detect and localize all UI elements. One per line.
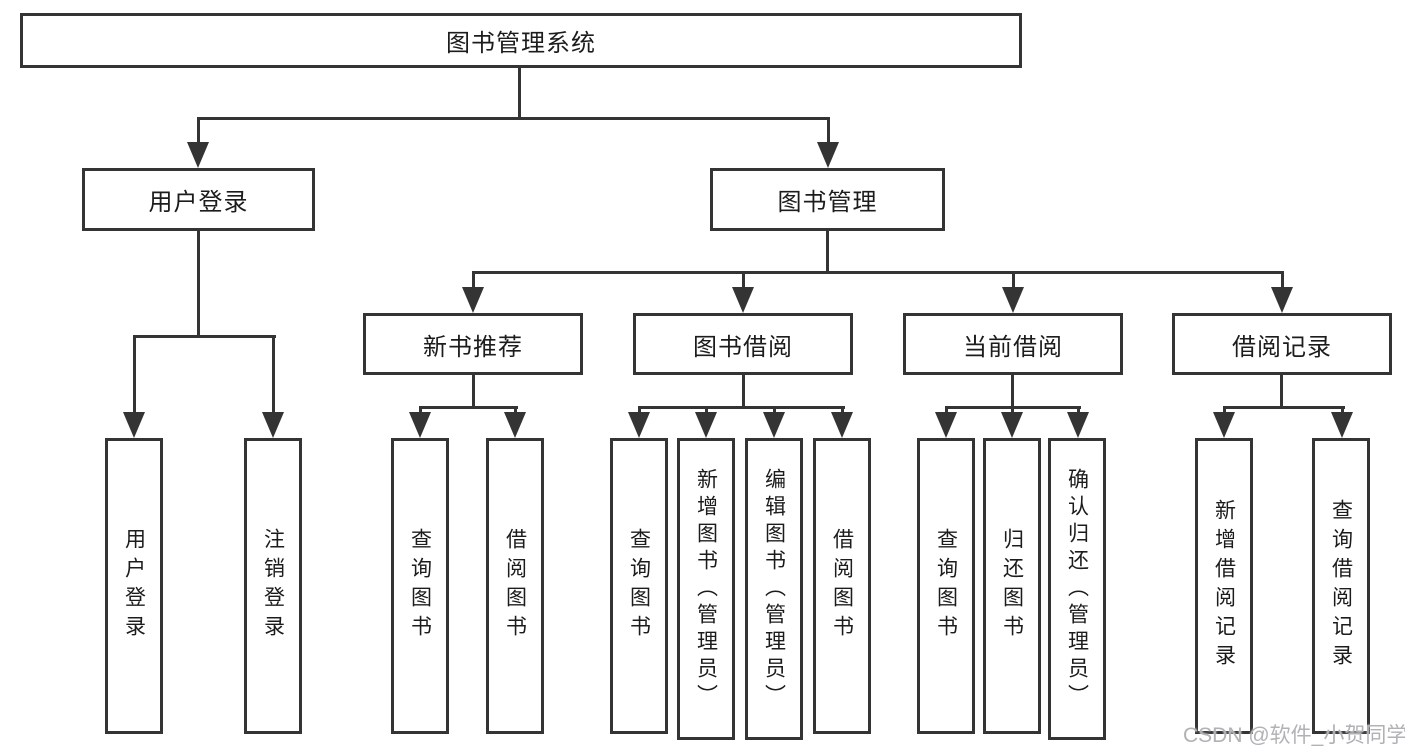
node-label: 图书管理系统 bbox=[446, 30, 596, 57]
arrow-down-icon bbox=[1001, 412, 1023, 438]
connector-line bbox=[741, 272, 745, 292]
connector-line bbox=[1011, 375, 1014, 407]
csdn-watermark: CSDN @软件_小贺同学 bbox=[1183, 724, 1405, 747]
node-library-management-system: 图书管理系统 bbox=[20, 13, 1022, 68]
node-label: 借阅图书 bbox=[503, 528, 527, 644]
connector-line bbox=[471, 270, 1284, 274]
connector-line bbox=[418, 405, 518, 409]
leaf-borrow-books-borrowing: 借阅图书 bbox=[813, 438, 871, 734]
connector-line bbox=[132, 336, 136, 416]
node-label: 当前借阅 bbox=[963, 333, 1063, 361]
leaf-add-borrow-record: 新增借阅记录 bbox=[1195, 438, 1253, 734]
connector-line bbox=[826, 231, 829, 272]
node-label: 编辑图书（管理员） bbox=[762, 467, 786, 711]
node-label: 用户登录 bbox=[122, 528, 146, 644]
connector-line bbox=[196, 116, 830, 120]
node-label: 图书管理 bbox=[777, 189, 878, 216]
connector-line bbox=[471, 375, 475, 407]
connector-line bbox=[741, 375, 745, 407]
node-label: 查询图书 bbox=[627, 528, 651, 644]
leaf-query-books-current: 查询图书 bbox=[917, 438, 975, 734]
arrow-down-icon bbox=[1213, 412, 1235, 438]
arrow-down-icon bbox=[409, 412, 431, 438]
node-label: 借阅图书 bbox=[830, 528, 854, 644]
node-book-borrowing: 图书借阅 bbox=[633, 313, 853, 375]
node-label: 查询图书 bbox=[408, 528, 432, 644]
node-label: 查询图书 bbox=[934, 528, 958, 644]
node-label: 借阅记录 bbox=[1232, 333, 1332, 361]
node-label: 查询借阅记录 bbox=[1329, 499, 1353, 673]
connector-line bbox=[471, 272, 475, 292]
arrow-down-icon bbox=[187, 142, 209, 168]
node-label: 图书借阅 bbox=[693, 333, 793, 361]
leaf-logout: 注销登录 bbox=[244, 438, 302, 734]
arrow-down-icon bbox=[262, 412, 284, 438]
leaf-query-books-borrowing: 查询图书 bbox=[610, 438, 668, 734]
node-label: 新增借阅记录 bbox=[1212, 499, 1236, 673]
leaf-borrow-books-recommend: 借阅图书 bbox=[486, 438, 544, 734]
arrow-down-icon bbox=[504, 412, 526, 438]
node-label: 新增图书（管理员） bbox=[694, 467, 718, 711]
node-new-book-recommendation: 新书推荐 bbox=[363, 313, 583, 375]
node-label: 注销登录 bbox=[261, 528, 285, 644]
arrow-down-icon bbox=[1271, 287, 1293, 313]
connector-line bbox=[196, 231, 200, 336]
connector-line bbox=[1280, 272, 1284, 292]
connector-line bbox=[518, 68, 521, 118]
leaf-confirm-return-admin: 确认归还（管理员） bbox=[1048, 438, 1106, 740]
arrow-down-icon bbox=[628, 412, 650, 438]
arrow-down-icon bbox=[123, 412, 145, 438]
arrow-down-icon bbox=[732, 287, 754, 313]
leaf-query-borrow-record: 查询借阅记录 bbox=[1312, 438, 1370, 734]
connector-line bbox=[132, 334, 276, 338]
connector-line bbox=[271, 336, 275, 416]
arrow-down-icon bbox=[1002, 287, 1024, 313]
arrow-down-icon bbox=[763, 412, 785, 438]
node-label: 新书推荐 bbox=[423, 333, 523, 361]
connector-line bbox=[1222, 405, 1345, 409]
arrow-down-icon bbox=[831, 412, 853, 438]
leaf-add-books-admin: 新增图书（管理员） bbox=[677, 438, 735, 740]
leaf-user-login: 用户登录 bbox=[105, 438, 163, 734]
node-book-management: 图书管理 bbox=[710, 168, 945, 231]
arrow-down-icon bbox=[462, 287, 484, 313]
connector-line bbox=[637, 405, 845, 409]
arrow-down-icon bbox=[1067, 412, 1089, 438]
connector-line bbox=[826, 118, 830, 150]
connector-line bbox=[1011, 272, 1015, 292]
node-borrowing-records: 借阅记录 bbox=[1172, 313, 1392, 375]
node-label: 用户登录 bbox=[148, 189, 249, 216]
leaf-edit-books-admin: 编辑图书（管理员） bbox=[745, 438, 803, 740]
node-label: 确认归还（管理员） bbox=[1065, 467, 1089, 711]
node-label: 归还图书 bbox=[1000, 528, 1024, 644]
connector-line bbox=[1280, 375, 1283, 407]
leaf-query-books-recommend: 查询图书 bbox=[391, 438, 449, 734]
arrow-down-icon bbox=[935, 412, 957, 438]
arrow-down-icon bbox=[817, 142, 839, 168]
connector-line bbox=[196, 118, 200, 150]
arrow-down-icon bbox=[695, 412, 717, 438]
arrow-down-icon bbox=[1331, 412, 1353, 438]
node-current-borrowing: 当前借阅 bbox=[903, 313, 1123, 375]
node-user-login: 用户登录 bbox=[82, 168, 315, 231]
leaf-return-books: 归还图书 bbox=[983, 438, 1041, 734]
